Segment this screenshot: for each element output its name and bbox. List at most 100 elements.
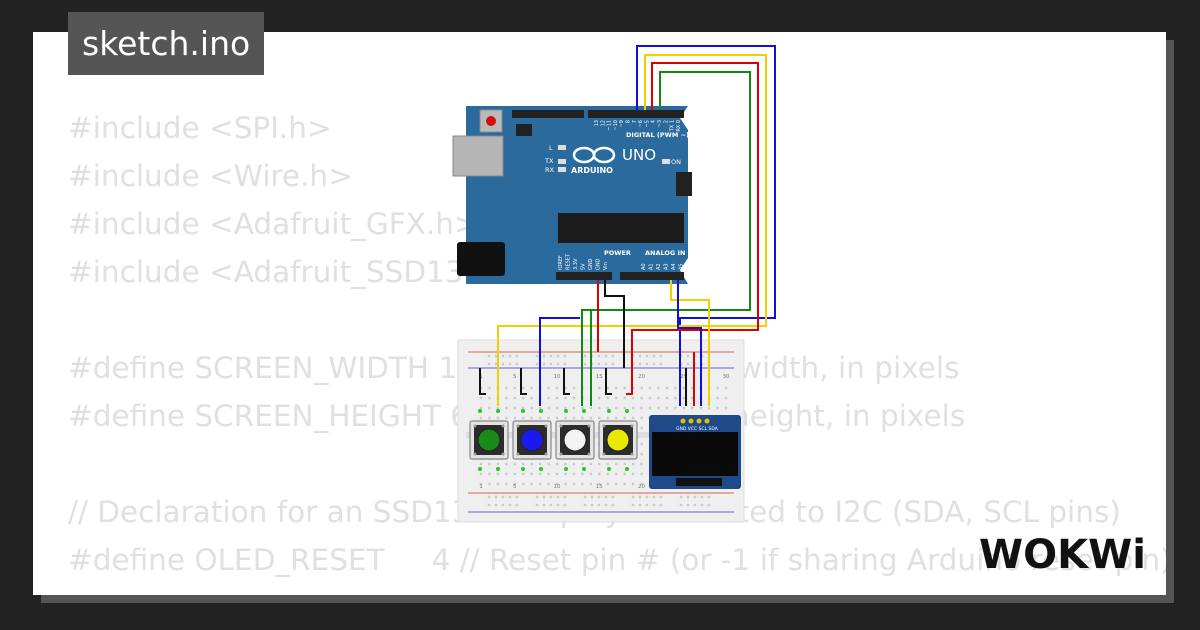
breadboard-hole — [640, 462, 643, 466]
breadboard-hole — [648, 386, 652, 390]
breadboard-hole — [505, 416, 508, 420]
rail-hole — [659, 503, 663, 507]
icsp-header — [676, 172, 692, 196]
breadboard-hole — [572, 472, 576, 476]
rail-hole — [686, 495, 690, 499]
rail-hole — [508, 354, 512, 358]
code-line: #include <SPI.h> — [68, 111, 332, 145]
breadboard-hole — [648, 406, 652, 410]
breadboard-hole — [631, 462, 635, 466]
pushbutton-yellow[interactable] — [598, 409, 638, 471]
rail-hole — [501, 354, 505, 358]
breadboard-hole — [572, 396, 576, 400]
digital-pin-label: 13 — [594, 120, 600, 126]
breadboard-hole — [555, 396, 559, 400]
breadboard-hole — [631, 472, 635, 476]
power-label: POWER — [604, 249, 631, 257]
breadboard-hole — [530, 462, 533, 466]
rail-hole — [638, 495, 642, 499]
rail-hole — [535, 495, 539, 499]
rail-hole — [515, 354, 519, 358]
rail-hole — [652, 354, 656, 358]
breadboard-hole — [623, 462, 626, 466]
rail-hole — [604, 495, 608, 499]
breadboard-hole — [530, 472, 533, 476]
pushbutton-green[interactable] — [469, 409, 509, 471]
breadboard-hole — [564, 416, 567, 420]
breadboard-hole — [547, 406, 550, 410]
file-title: sketch.ino — [68, 12, 265, 75]
atmega-chip — [558, 213, 684, 243]
breadboard-hole — [631, 482, 635, 486]
breadboard-hole — [513, 472, 516, 476]
rail-hole — [604, 354, 608, 358]
breadboard-hole — [496, 406, 500, 410]
power-jack — [457, 242, 505, 276]
breadboard-hole — [538, 406, 542, 410]
breadboard-hole — [547, 416, 550, 420]
svg-text:WOKWi: WOKWi — [979, 532, 1146, 578]
header-top-left — [512, 110, 584, 118]
breadboard-hole — [479, 416, 483, 420]
wire-blue-a5 — [677, 280, 702, 406]
breadboard-hole — [606, 482, 609, 486]
rail-hole — [631, 495, 635, 499]
rail-hole — [508, 362, 512, 366]
column-number: 25 — [680, 374, 687, 380]
breadboard-hole — [505, 462, 508, 466]
analog-pin-label: A3 — [664, 263, 670, 270]
rail-hole — [583, 362, 587, 366]
rail-hole — [583, 495, 587, 499]
breadboard-hole — [581, 482, 584, 486]
rail-hole — [549, 354, 553, 358]
digital-pin-label: 8 — [626, 120, 632, 123]
analog-label: ANALOG IN — [645, 249, 685, 257]
oled-display[interactable]: GND VCC SCL SDA — [649, 415, 741, 489]
breadboard-hole — [724, 386, 728, 390]
rail-hole — [494, 362, 498, 366]
arduino-logo-icon — [572, 146, 616, 164]
breadboard-hole — [598, 416, 601, 420]
breadboard-hole — [555, 462, 559, 466]
breadboard-hole — [631, 396, 635, 400]
breadboard-hole — [538, 462, 542, 466]
breadboard-hole — [598, 406, 601, 410]
rail-hole — [645, 362, 649, 366]
breadboard-hole — [665, 406, 669, 410]
rail-hole — [487, 362, 491, 366]
arduino-brand-label: ARDUINO — [571, 166, 613, 175]
breadboard-hole — [674, 406, 677, 410]
breadboard-hole — [631, 386, 635, 390]
breadboard-hole — [530, 482, 533, 486]
breadboard-hole — [488, 406, 491, 410]
pushbutton-blue[interactable] — [512, 409, 552, 471]
pushbutton-white[interactable] — [555, 409, 595, 471]
breadboard-hole — [640, 452, 643, 456]
rail-hole — [563, 354, 567, 358]
breadboard-hole — [496, 482, 500, 486]
rail-hole — [604, 362, 608, 366]
breadboard-hole — [572, 386, 576, 390]
breadboard-hole — [488, 462, 491, 466]
breadboard-hole — [623, 406, 626, 410]
rail-hole — [638, 354, 642, 358]
breadboard-hole — [555, 386, 559, 390]
rail-hole — [645, 354, 649, 358]
breadboard-hole — [538, 482, 542, 486]
rail-hole — [597, 362, 601, 366]
header-power — [556, 272, 612, 280]
rail-hole — [597, 495, 601, 499]
rail-hole — [494, 495, 498, 499]
breadboard-hole — [581, 416, 584, 420]
breadboard-hole — [682, 386, 685, 390]
rail-hole — [659, 362, 663, 366]
breadboard-hole — [623, 416, 626, 420]
arduino-uno-board[interactable]: UNO ARDUINO DIGITAL (PWM ~) POWER ANALOG… — [452, 106, 692, 284]
breadboard-hole — [581, 406, 584, 410]
breadboard-hole — [564, 386, 567, 390]
breadboard-hole — [572, 416, 576, 420]
rail-hole — [508, 495, 512, 499]
breadboard-hole — [640, 406, 643, 410]
rail-hole — [693, 503, 697, 507]
rail-hole — [535, 503, 539, 507]
